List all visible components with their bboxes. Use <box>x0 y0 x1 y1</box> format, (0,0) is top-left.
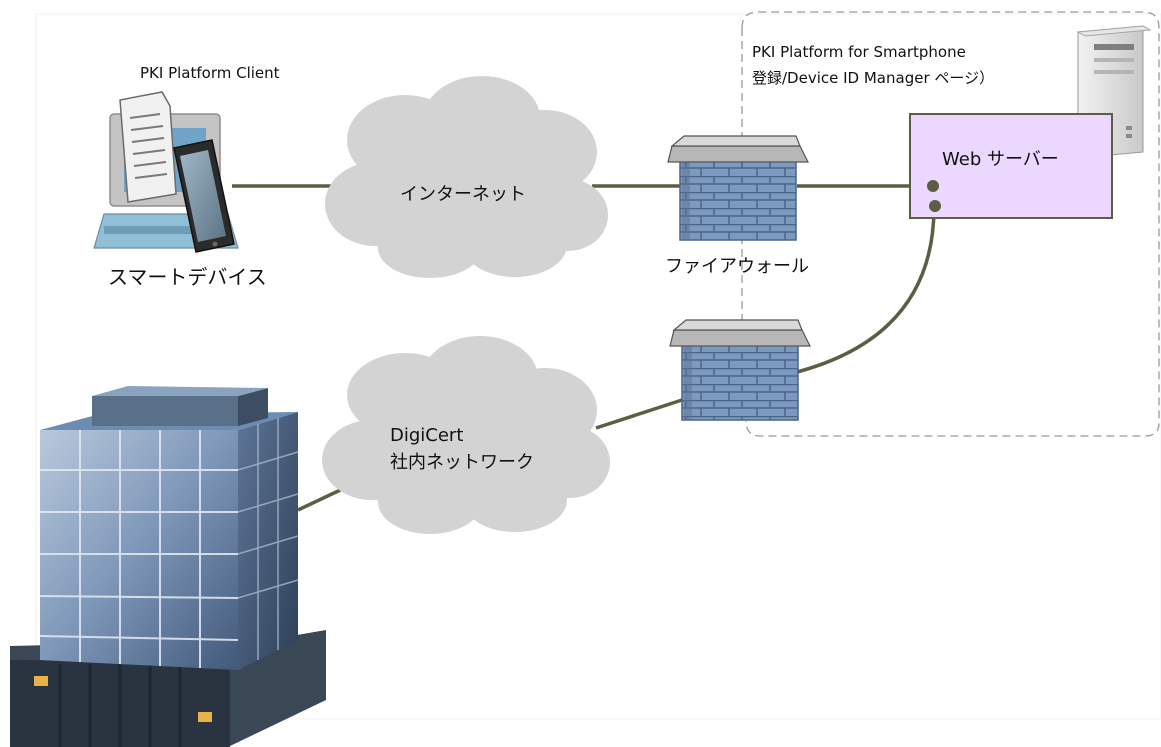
document-icon <box>119 91 177 203</box>
corporate-network-label-line1: DigiCert <box>390 425 464 446</box>
client-title: PKI Platform Client <box>140 64 280 82</box>
platform-title-line1: PKI Platform for Smartphone <box>752 43 966 61</box>
smart-device-label: スマートデバイス <box>108 265 267 289</box>
platform-title-line2: 登録/Device ID Manager ページ） <box>752 69 995 87</box>
platform-region-border <box>741 11 1160 437</box>
firewall-icon <box>667 135 809 241</box>
web-server-port-1 <box>927 180 939 192</box>
link-firewall-webserver-internal <box>796 204 936 374</box>
firewall-internal-icon <box>669 319 811 421</box>
web-server-port-2 <box>929 200 941 212</box>
firewall-label: ファイアウォール <box>665 256 809 277</box>
internet-label: インターネット <box>400 184 526 205</box>
corporate-network-cloud-icon <box>322 336 610 534</box>
corporate-network-label-line2: 社内ネットワーク <box>390 452 534 473</box>
internet-cloud-icon <box>325 76 608 278</box>
web-server-box <box>909 113 1113 219</box>
office-building-icon <box>10 386 326 747</box>
connection-lines <box>232 184 936 512</box>
web-server-label: Web サーバー <box>942 149 1059 170</box>
tablet-icon <box>173 139 235 253</box>
link-firewall-corporate <box>595 398 683 430</box>
